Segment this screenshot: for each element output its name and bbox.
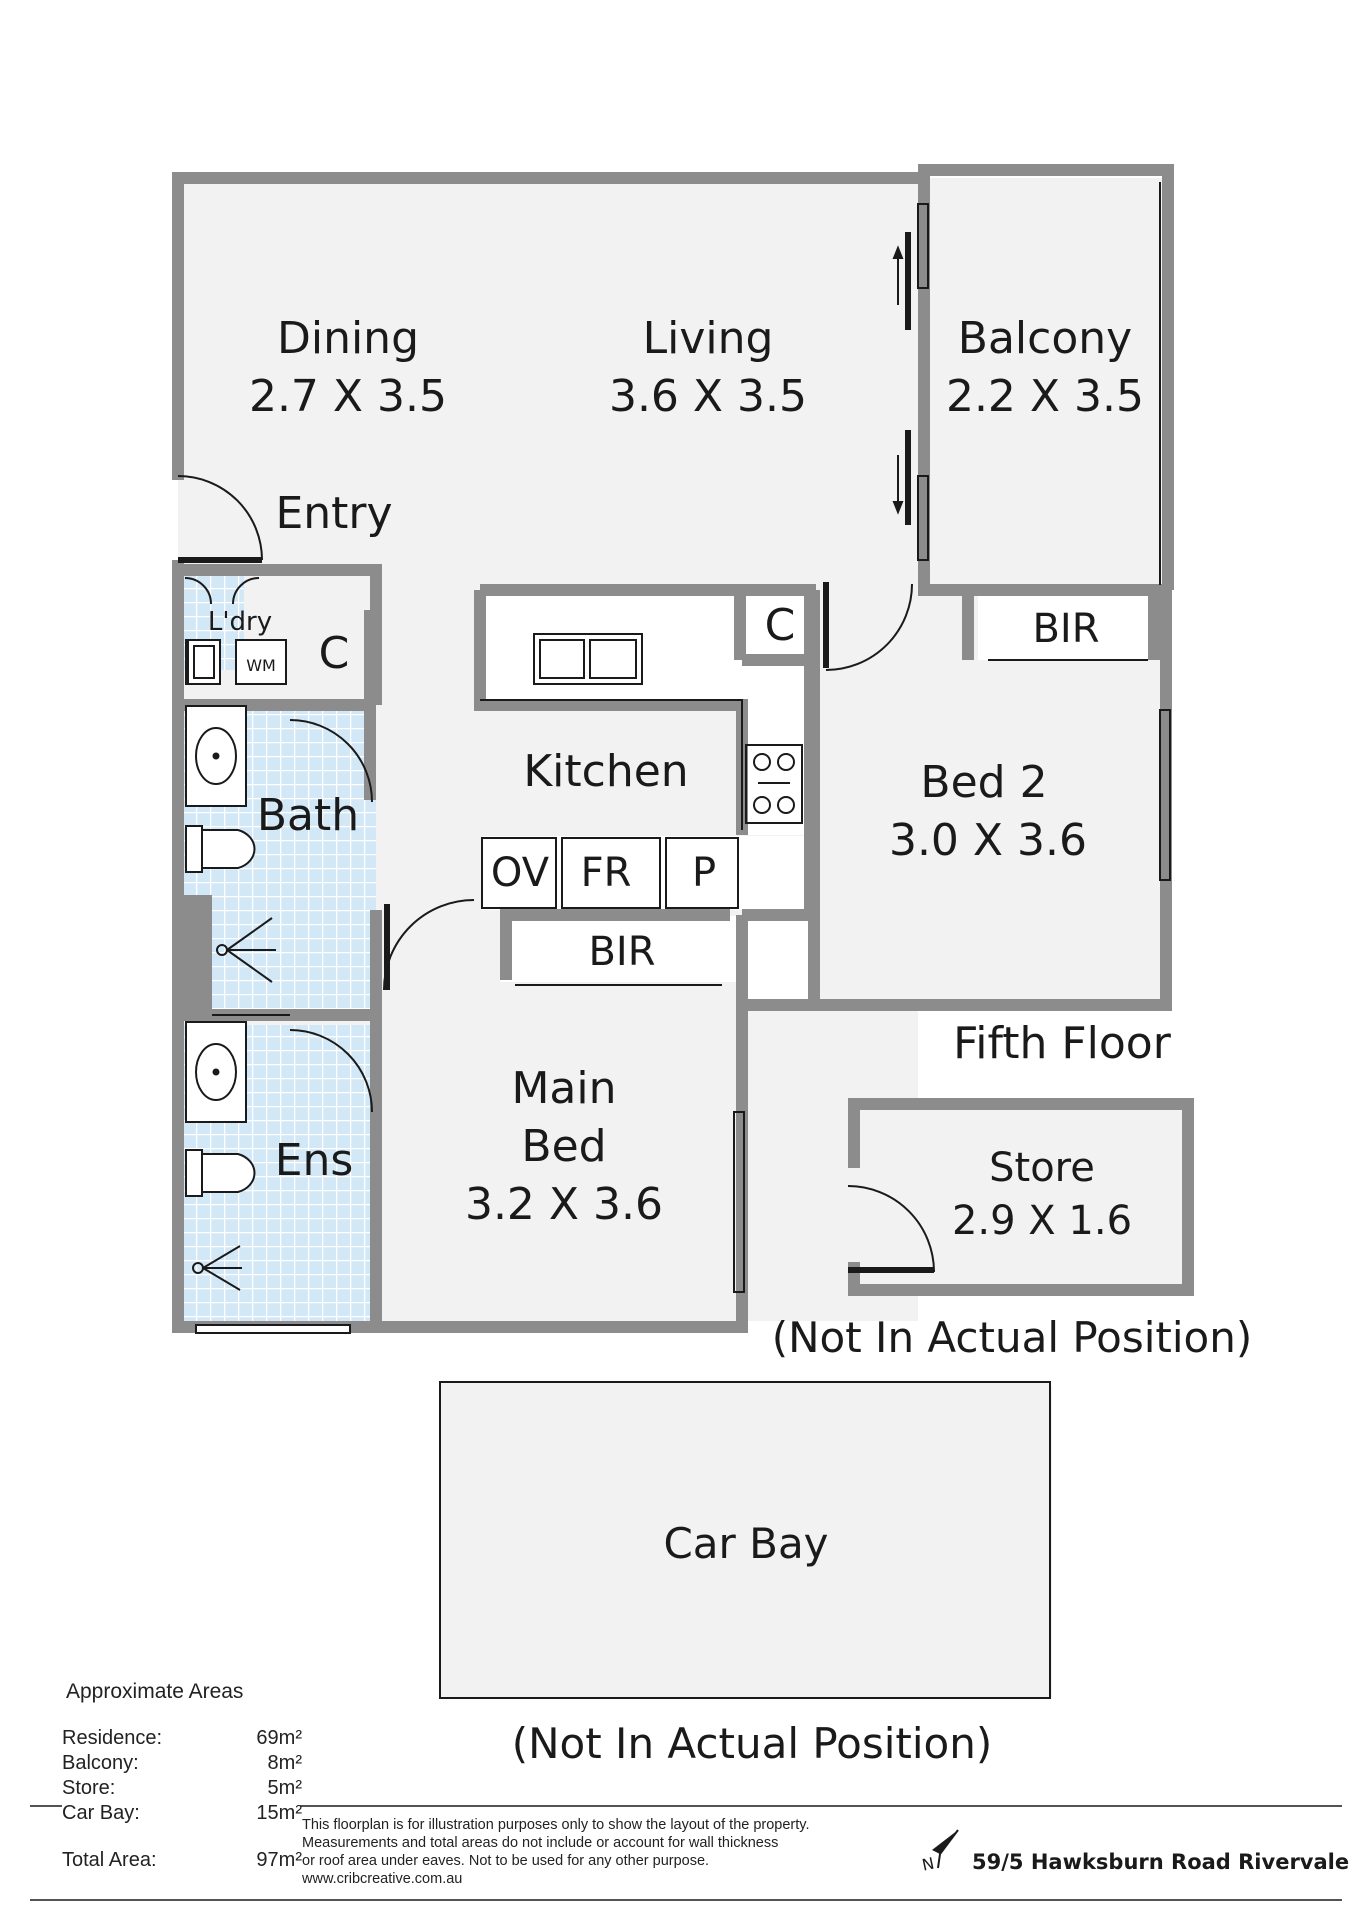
balcony-size: 2.2 X 3.5 <box>946 371 1144 422</box>
disclaimer: This floorplan is for illustration purpo… <box>302 1816 902 1888</box>
door-swing-icon <box>177 475 935 1273</box>
area-label: Residence: <box>62 1727 163 1749</box>
areas-heading: Approximate Areas <box>66 1680 244 1703</box>
main-bed-name-2: Bed <box>521 1121 606 1172</box>
toilet-icon <box>185 825 256 1197</box>
car-bay-outline <box>439 1381 1051 1699</box>
oven-label: OV <box>491 850 550 896</box>
area-value: 15m² <box>256 1802 302 1824</box>
room-labels: Dining 2.7 X 3.5 Living 3.6 X 3.5 Balcon… <box>208 313 1252 1768</box>
bir-bed2-label: BIR <box>1032 606 1099 652</box>
property-address: 59/5 Hawksburn Road Rivervale <box>972 1850 1350 1874</box>
ensuite-name: Ens <box>275 1135 354 1186</box>
living-name: Living <box>643 313 774 364</box>
area-row-total: Total Area: 97m² <box>62 1848 302 1873</box>
approximate-areas-table: Approximate Areas Residence: 69m² Balcon… <box>62 1680 302 1873</box>
cooktop-icon <box>745 744 803 824</box>
disclaimer-line: This floorplan is for illustration purpo… <box>302 1817 810 1833</box>
area-value: 97m² <box>256 1849 302 1871</box>
area-value: 69m² <box>256 1727 302 1749</box>
area-value: 8m² <box>267 1752 302 1774</box>
main-bed-name-1: Main <box>511 1063 616 1114</box>
dining-name: Dining <box>277 313 419 364</box>
sink-icon <box>533 633 643 685</box>
area-label: Balcony: <box>62 1752 139 1774</box>
washing-machine-label: WM <box>246 656 276 675</box>
balcony-name: Balcony <box>958 313 1132 364</box>
kitchen-cupboard-label: C <box>765 600 796 651</box>
north-arrow-icon: N <box>920 1829 959 1874</box>
laundry-name: L'dry <box>208 607 272 637</box>
pantry-label: P <box>692 850 716 896</box>
car-bay-name: Car Bay <box>663 1519 828 1568</box>
benches <box>482 594 1160 999</box>
shower-icon <box>192 917 276 1291</box>
website-link[interactable]: www.cribcreative.com.au <box>302 1871 463 1887</box>
area-label: Car Bay: <box>62 1802 140 1824</box>
footer-rules <box>30 1805 1342 1901</box>
laundry-cupboard-label: C <box>319 628 350 679</box>
area-row-store: Store: 5m² <box>62 1776 302 1801</box>
car-bay-note: (Not In Actual Position) <box>512 1719 993 1768</box>
store-name: Store <box>989 1145 1095 1191</box>
basin-icon <box>185 705 247 1123</box>
bir-main-label: BIR <box>588 929 655 975</box>
area-row-car-bay: Car Bay: 15m² <box>62 1801 302 1826</box>
area-row-residence: Residence: 69m² <box>62 1726 302 1751</box>
entry-name: Entry <box>275 488 392 539</box>
area-value: 5m² <box>267 1777 302 1799</box>
main-bed-size: 3.2 X 3.6 <box>465 1179 663 1230</box>
bath-name: Bath <box>257 790 359 841</box>
bed2-size: 3.0 X 3.6 <box>889 815 1087 866</box>
sliding-arrow-icon <box>892 245 904 515</box>
compass-letter: N <box>920 1854 936 1874</box>
area-label: Store: <box>62 1777 116 1799</box>
fridge-label: FR <box>581 850 632 896</box>
wall-fills <box>172 895 1194 1296</box>
store-size: 2.9 X 1.6 <box>952 1198 1132 1244</box>
store-note: (Not In Actual Position) <box>772 1313 1253 1362</box>
bed2-name: Bed 2 <box>920 757 1047 808</box>
area-label: Total Area: <box>62 1849 157 1871</box>
disclaimer-line: Measurements and total areas do not incl… <box>302 1835 779 1851</box>
kitchen-name: Kitchen <box>523 746 688 797</box>
floor-label: Fifth Floor <box>953 1018 1172 1069</box>
area-row-balcony: Balcony: 8m² <box>62 1751 302 1776</box>
laundry-fixtures <box>187 639 287 685</box>
living-size: 3.6 X 3.5 <box>609 371 807 422</box>
door-leaves <box>178 232 934 1273</box>
disclaimer-line: or roof area under eaves. Not to be used… <box>302 1853 710 1869</box>
dining-size: 2.7 X 3.5 <box>249 371 447 422</box>
